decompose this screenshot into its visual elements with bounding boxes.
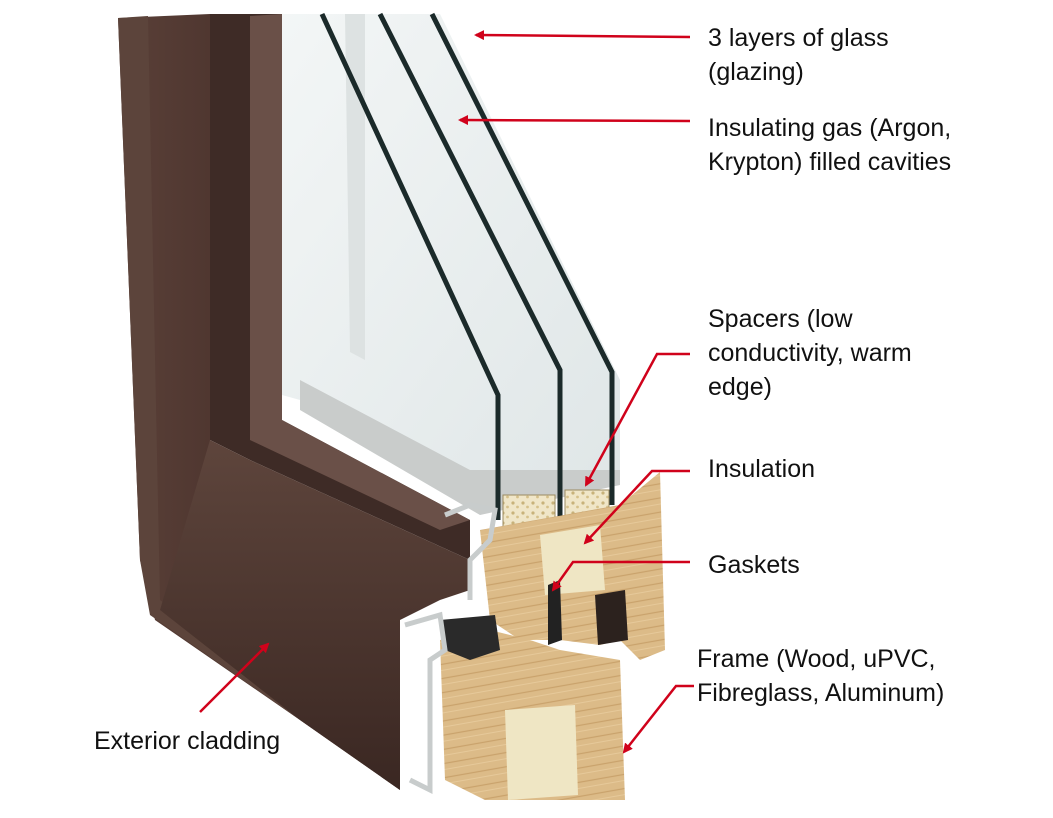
label-gas-line1: Insulating gas (Argon, [708, 114, 952, 142]
gasket-seal [548, 580, 562, 645]
label-spacers: Spacers (low conductivity, warm edge) [708, 302, 912, 404]
label-glass: 3 layers of glass (glazing) [708, 21, 889, 89]
label-frame: Frame (Wood, uPVC, Fibreglass, Aluminum) [697, 642, 944, 710]
arrow-insulation [583, 469, 690, 545]
gasket-lower [440, 615, 500, 660]
label-glass-line2: (glazing) [708, 58, 804, 86]
insulation-core-lower [505, 705, 578, 800]
cladding-front-face [118, 16, 400, 790]
frame-groove [595, 590, 628, 645]
arrow-gas [458, 115, 691, 126]
aluminium-profile-lower [404, 611, 448, 795]
label-cladding-line1: Exterior cladding [94, 727, 281, 755]
glass-pane-area [282, 14, 620, 500]
glass-edge-frame [300, 380, 620, 515]
arrow-gaskets [551, 560, 690, 592]
glass-pane-3 [429, 12, 615, 505]
aluminium-profile-upper [444, 502, 498, 600]
label-frame-line1: Frame (Wood, uPVC, [697, 645, 936, 673]
cladding-horizontal [160, 440, 470, 790]
label-cladding: Exterior cladding [94, 724, 280, 758]
label-glass-line1: 3 layers of glass [708, 24, 889, 52]
arrow-glass [474, 30, 691, 41]
cladding-bevel [250, 14, 470, 530]
label-insulation-line1: Insulation [708, 455, 816, 483]
label-spacers-line1: Spacers (low [708, 305, 853, 333]
arrow-frame [622, 684, 694, 754]
arrow-spacers [584, 352, 690, 487]
label-gaskets-line1: Gaskets [708, 551, 800, 579]
label-gas: Insulating gas (Argon, Krypton) filled c… [708, 111, 951, 179]
label-spacers-line3: edge) [708, 373, 772, 401]
glass-pane-1 [319, 12, 501, 520]
glass-pane-2 [377, 12, 563, 520]
label-spacers-line2: conductivity, warm [708, 339, 912, 367]
label-gaskets: Gaskets [708, 548, 800, 582]
arrow-cladding [199, 642, 270, 713]
label-frame-line2: Fibreglass, Aluminum) [697, 679, 945, 707]
label-gas-line2: Krypton) filled cavities [708, 148, 952, 176]
label-insulation: Insulation [708, 452, 815, 486]
